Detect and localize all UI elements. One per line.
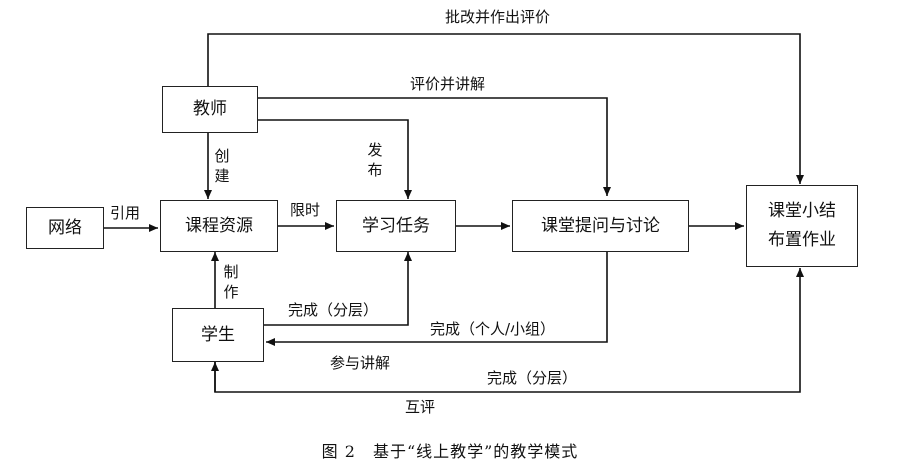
- node-network: 网络: [26, 207, 104, 249]
- figure-caption: 图 2 基于“线上教学”的教学模式: [321, 442, 579, 461]
- node-tasks-label: 学习任务: [362, 215, 430, 236]
- node-teacher-label: 教师: [193, 99, 227, 120]
- label-complete-layered-1: 完成（分层）: [288, 301, 379, 319]
- label-complete-layered-2: 完成（分层）: [487, 369, 578, 387]
- label-publish: 发布: [367, 141, 383, 179]
- node-tasks: 学习任务: [336, 200, 456, 252]
- label-create: 创建: [214, 147, 230, 185]
- node-teacher: 教师: [162, 86, 258, 133]
- label-evaluate-and-explain: 评价并讲解: [410, 75, 486, 93]
- edge-student-tasks: [264, 252, 412, 326]
- node-resources-label: 课程资源: [185, 215, 253, 236]
- node-resources: 课程资源: [160, 200, 278, 252]
- edge-teacher-summary: [207, 33, 804, 184]
- node-summary-line1: 课堂小结: [768, 201, 836, 222]
- label-peer-review: 互评: [405, 398, 436, 416]
- label-cite: 引用: [110, 204, 141, 222]
- edge-teacher-discussion: [258, 97, 611, 196]
- edge-teacher-tasks: [258, 119, 412, 199]
- label-complete-individual-group: 完成（个人/小组）: [430, 320, 556, 338]
- node-network-label: 网络: [48, 217, 82, 238]
- node-student-label: 学生: [201, 324, 235, 345]
- node-summary: 课堂小结 布置作业: [746, 185, 858, 267]
- node-discussion-label: 课堂提问与讨论: [541, 215, 660, 236]
- label-time-limit: 限时: [290, 201, 321, 219]
- node-summary-line2: 布置作业: [768, 230, 836, 250]
- node-discussion: 课堂提问与讨论: [512, 200, 689, 252]
- label-produce: 制作: [223, 263, 239, 301]
- node-student: 学生: [172, 308, 264, 362]
- edge-discussion-student: [266, 252, 608, 346]
- label-participate-explain: 参与讲解: [330, 354, 391, 372]
- label-correct-and-evaluate: 批改并作出评价: [445, 8, 551, 26]
